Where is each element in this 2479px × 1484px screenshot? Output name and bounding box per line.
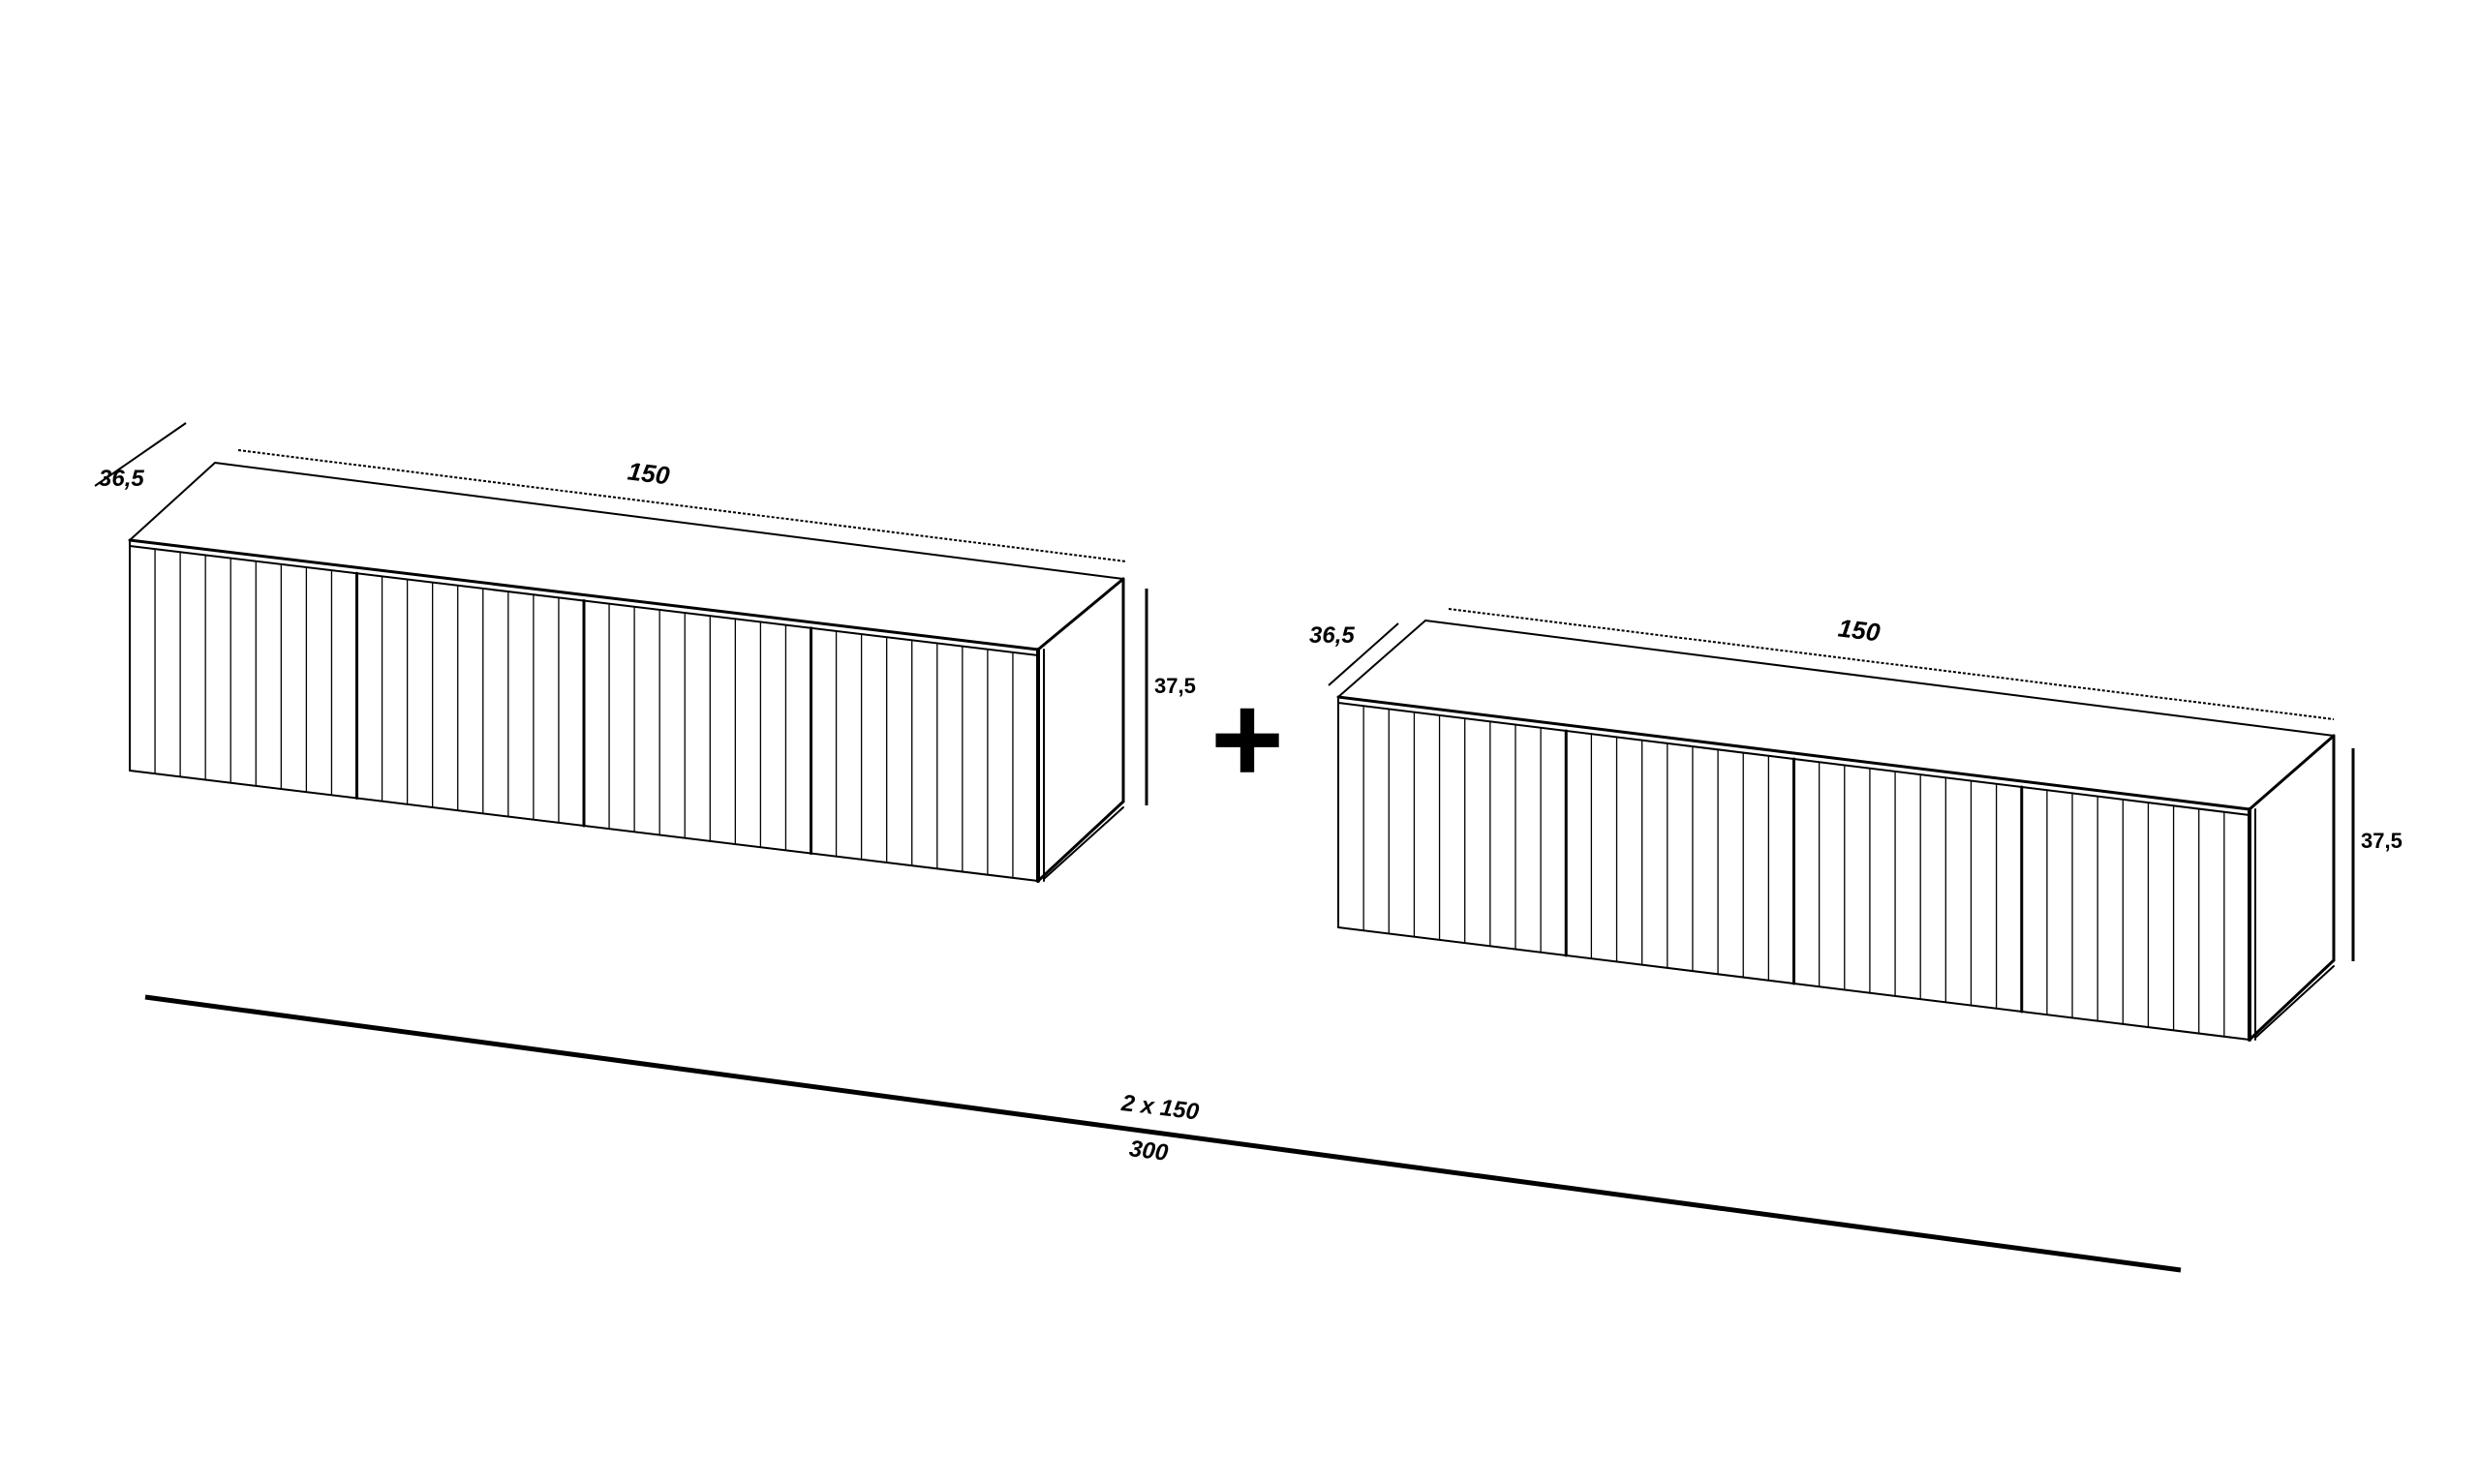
cabinet-edge (1036, 577, 1125, 651)
plus-symbol: + (1210, 668, 1284, 809)
cabinet-edge (1424, 620, 2335, 737)
cabinet-right-body (1336, 620, 2336, 1042)
total-multiplier-label: 2 x 150 (1119, 1090, 1201, 1126)
cabinet-left-width-label: 150 (626, 456, 671, 490)
cabinet-edge (214, 462, 1124, 580)
cabinet-edge (2248, 958, 2336, 1042)
cabinet-left-slats (154, 548, 1014, 879)
cabinet-edge (1337, 620, 1426, 698)
cabinet-right-width-label: 150 (1836, 613, 1882, 647)
cabinet-edge (1036, 800, 1125, 883)
cabinet-front-top-edge (1336, 695, 2251, 811)
cabinet-right-slats (1362, 705, 2225, 1038)
cabinet-left-depth-dimension-line (94, 422, 187, 487)
cabinet-right-height-label: 37,5 (2361, 829, 2402, 853)
cabinet-right: 36,5 150 37,5 (1309, 608, 2402, 1042)
cabinet-right-depth-label: 36,5 (1309, 622, 1355, 649)
total-length-label: 300 (1128, 1136, 1171, 1166)
cabinet-right-depth-dimension-line (1328, 622, 1399, 686)
cabinet-top-face (130, 463, 1123, 650)
cabinet-edge (129, 462, 216, 541)
cabinet-left-body (128, 462, 1125, 883)
cabinet-left-depth-label: 36,5 (99, 466, 144, 492)
cabinet-left-height-label: 37,5 (1154, 674, 1196, 698)
cabinet-edge (2248, 734, 2336, 811)
cabinet-front-top-edge (128, 538, 1040, 651)
cabinet-side-edge (2254, 965, 2335, 1039)
cabinet-left: 36,5 150 37,5 (94, 422, 1196, 883)
cabinet-left-width-dimension-line (237, 449, 1127, 562)
cabinet-top-face (1338, 621, 2334, 809)
cabinet-right-width-dimension-line (1448, 608, 2335, 720)
total-length-line (144, 994, 2182, 1273)
cabinet-side-edge (1043, 806, 1124, 880)
